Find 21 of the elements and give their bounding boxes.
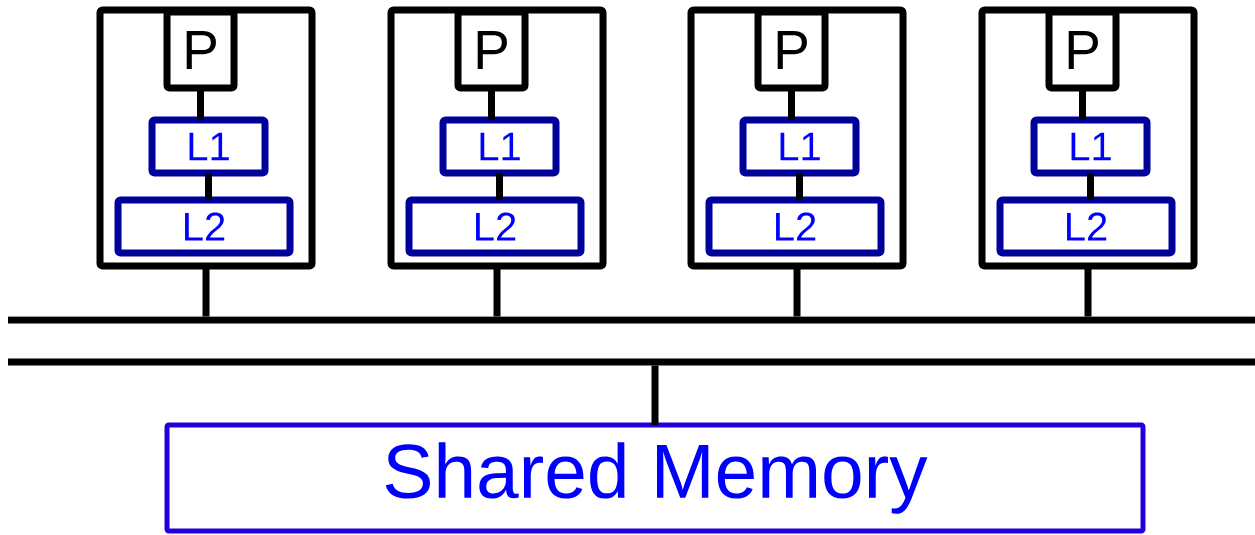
- cache-box: L1: [148, 116, 269, 177]
- cache-box: L2: [114, 196, 294, 257]
- processor-box: P: [754, 8, 829, 92]
- cache-box: L2: [405, 196, 585, 257]
- connector-line: [793, 266, 801, 317]
- connector-line: [202, 266, 210, 317]
- cache-box: L1: [439, 116, 560, 177]
- memory-box: Shared Memory: [164, 422, 1146, 534]
- processor-box: P: [163, 8, 238, 92]
- cache-box: L2: [996, 196, 1176, 257]
- processor-box: [96, 6, 316, 270]
- processor-box: [978, 6, 1198, 270]
- cache-box: L2: [705, 196, 885, 257]
- cache-box: L1: [1030, 116, 1151, 177]
- processor-box: [387, 6, 607, 270]
- processor-box: P: [454, 8, 529, 92]
- cache-box: L1: [739, 116, 860, 177]
- connector-line: [1084, 266, 1092, 317]
- processor-box: [687, 6, 907, 270]
- connector-line: [493, 266, 501, 317]
- processor-box: P: [1045, 8, 1120, 92]
